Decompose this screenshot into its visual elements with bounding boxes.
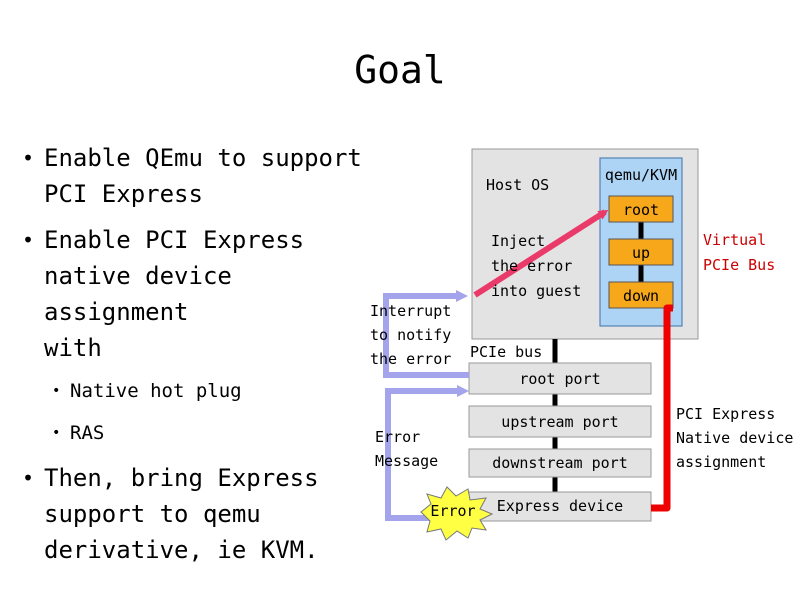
- bullet-line: Then, bring Express: [44, 464, 319, 492]
- virtual-down-label: down: [623, 287, 659, 305]
- qemu-kvm-label: qemu/KVM: [605, 166, 677, 184]
- express-device-label: Express device: [497, 497, 623, 515]
- express-device-box: [468, 491, 652, 522]
- native-assignment-label-line2: Native device: [676, 429, 793, 447]
- bullet-line: Enable QEmu to support: [44, 144, 362, 172]
- virtual-up-node: [608, 238, 674, 266]
- downstream-port-box: [468, 448, 652, 478]
- virtual-up-label: up: [632, 244, 650, 262]
- bullet-dot-icon: •: [22, 146, 35, 170]
- error-burst-icon: [420, 486, 494, 541]
- bullet-line: derivative, ie KVM.: [44, 536, 319, 564]
- downstream-port-label: downstream port: [492, 454, 627, 472]
- inject-label-line3: into guest: [491, 282, 581, 300]
- error-message-label-line2: Message: [375, 452, 438, 470]
- sub-bullet-item: • Native hot plug: [22, 376, 382, 406]
- bullet-dot-icon: •: [52, 425, 61, 441]
- inject-arrow: [473, 209, 609, 298]
- bullet-dot-icon: •: [22, 228, 35, 252]
- slide-title: Goal: [354, 48, 446, 92]
- root-port-label: root port: [519, 370, 600, 388]
- virtual-down-node: [608, 281, 674, 309]
- native-assignment-label-line3: assignment: [676, 453, 766, 471]
- virtual-bus-label-line2: PCIe Bus: [703, 256, 775, 274]
- bullet-line: support to qemu: [44, 500, 261, 528]
- error-message-label-line1: Error: [375, 428, 420, 446]
- bullet-line: native device assignment: [44, 262, 232, 326]
- virtual-root-node: [608, 195, 674, 223]
- virtual-root-label: root: [623, 201, 659, 219]
- pcie-bus-label: PCIe bus: [470, 343, 542, 361]
- inject-label-line2: the error: [491, 257, 572, 275]
- bullet-line: with: [44, 334, 102, 362]
- bullet-line: Native hot plug: [70, 380, 242, 402]
- error-badge-label: Error: [430, 502, 475, 520]
- bullet-line: PCI Express: [44, 180, 203, 208]
- interrupt-label-line3: the error: [370, 350, 451, 368]
- bullet-item: • Enable PCI Express native device assignm…: [22, 222, 382, 366]
- error-message-path: [385, 385, 469, 521]
- upstream-port-label: upstream port: [501, 413, 618, 431]
- native-assignment-path: [651, 304, 673, 512]
- bullet-line: Enable PCI Express: [44, 226, 305, 254]
- virtual-bus-label-line1: Virtual: [703, 231, 766, 249]
- interrupt-label-line1: Interrupt: [370, 302, 451, 320]
- interrupt-label-line2: to notify: [370, 326, 451, 344]
- bullet-line: RAS: [70, 422, 105, 444]
- interrupt-path: [383, 290, 469, 378]
- upstream-port-box: [468, 405, 652, 438]
- host-os-label: Host OS: [486, 176, 549, 194]
- bullet-dot-icon: •: [22, 466, 35, 490]
- bullet-item: • Then, bring Express support to qemu deriv…: [22, 460, 382, 568]
- native-assignment-label-line1: PCI Express: [676, 405, 775, 423]
- inject-label-line1: Inject: [491, 232, 545, 250]
- sub-bullet-item: • RAS: [22, 418, 382, 448]
- root-port-box: [468, 362, 652, 395]
- bullet-dot-icon: •: [52, 383, 61, 399]
